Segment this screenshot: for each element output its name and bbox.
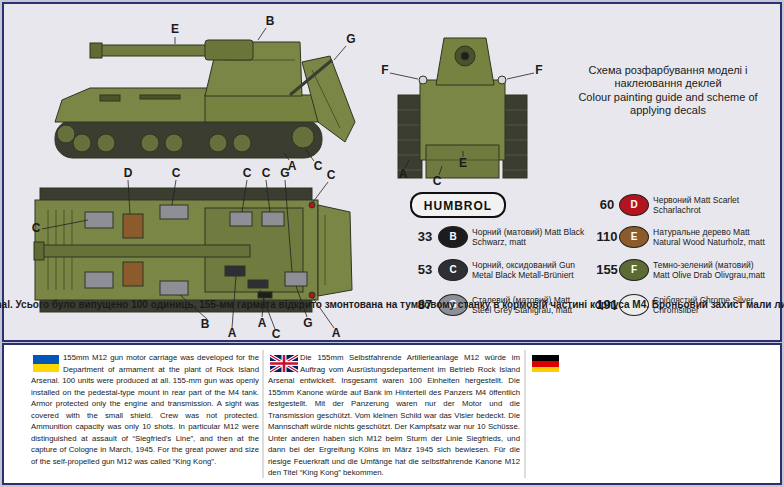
paint-number: E	[631, 231, 638, 243]
legend-letter: 110	[597, 230, 618, 245]
callout-letter: C	[32, 222, 41, 236]
description-text: Die 155mm Selbstfahrende Artillerieanlag…	[268, 352, 520, 479]
paint-name: Сріблястий Chrome Silver Chromsilber	[653, 295, 771, 315]
legend-letter: 155	[596, 263, 618, 278]
paint-name: Темно-зелений (матовий) Matt Olive Drab …	[653, 260, 771, 280]
callout-letter: B	[201, 318, 210, 332]
legend-letter: 60	[600, 198, 614, 213]
legend-letter: 53	[418, 263, 432, 278]
paint-name: Чорний (матовий) Matt Black Schwarz, mat…	[472, 227, 590, 247]
callout-letter: G	[303, 317, 312, 331]
callout-letter: C	[243, 167, 252, 181]
paint-number: F	[631, 264, 637, 276]
callout-letter: F	[535, 64, 542, 78]
paint-number: C	[449, 264, 456, 276]
flag-space	[31, 352, 63, 372]
flag-space	[268, 352, 300, 372]
callout-letter: A	[399, 168, 408, 182]
brand-logo: HUMBROL	[410, 192, 506, 218]
callout-letter: G	[280, 167, 289, 181]
paint-number: B	[449, 231, 456, 243]
callout-letter: C	[327, 169, 336, 183]
callout-letter: A	[228, 327, 237, 341]
callout-letter: C	[433, 175, 442, 189]
paint-number: D	[630, 199, 637, 211]
heading: Colour painting guide and scheme of appl…	[578, 91, 758, 116]
callout-letter: C	[314, 160, 323, 174]
callout-letter: C	[172, 167, 181, 181]
callout-letter: D	[124, 167, 133, 181]
brand-text: HUMBROL	[424, 199, 492, 213]
callout-letter: C	[262, 167, 271, 181]
callout-letter: E	[459, 157, 467, 171]
paint-name: Натуральне дерево Matt Natural Wood Natu…	[653, 227, 771, 247]
paint-name: Сталевий (матовий) Matt Steel Grey Stahl…	[472, 295, 590, 315]
callout-letter: C	[272, 328, 281, 342]
callout-letter: A	[332, 327, 341, 341]
callout-letter: F	[381, 64, 388, 78]
callout-letter: B	[266, 15, 275, 29]
paint-name: Чорний, оксидований Gun Metal Black Meta…	[472, 260, 590, 280]
callout-letter: A	[258, 317, 267, 331]
callout-letter: E	[171, 23, 179, 37]
description-text: 155mm M12 gun motor carriage was develop…	[31, 352, 259, 467]
heading: Схема розфарбування моделі і наклеювання…	[578, 64, 758, 89]
callout-letter: G	[346, 33, 355, 47]
legend-letter: 33	[418, 230, 432, 245]
paint-name: Червоний Matt Scarlet Scharlachrot	[653, 195, 771, 215]
